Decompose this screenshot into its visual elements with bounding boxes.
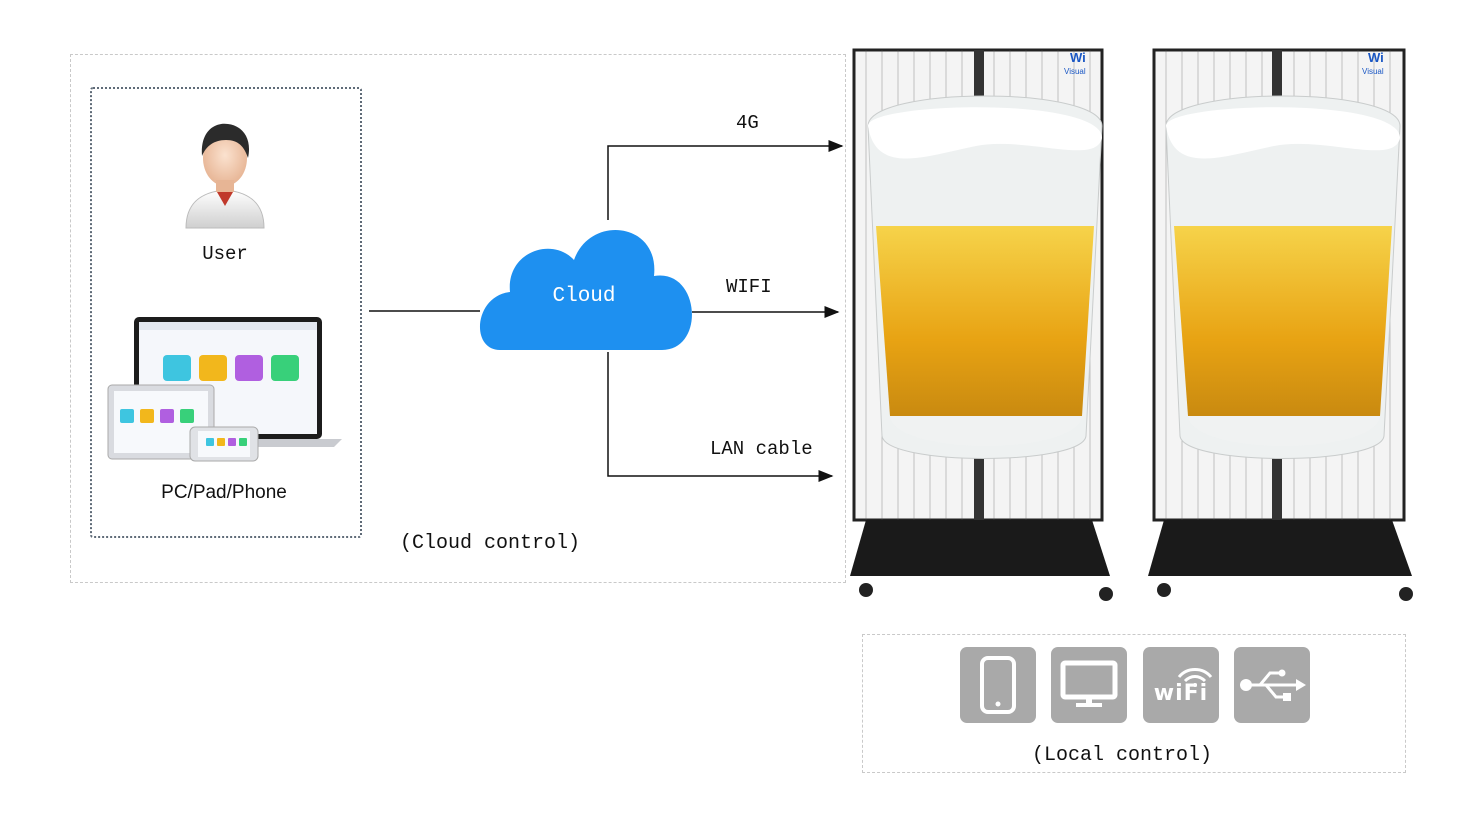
local-control-region (862, 634, 1406, 773)
local-phone-tile (960, 647, 1036, 723)
connection-wifi-label: WIFI (726, 276, 772, 298)
phone-icon (980, 656, 1016, 714)
wifi-text: wiFi (1153, 680, 1209, 706)
led-display-1: Wi Visual (850, 48, 1113, 601)
local-usb-tile (1234, 647, 1310, 723)
brand-logo-1: Wi (1070, 50, 1086, 65)
4g-arrow (607, 140, 844, 220)
user-label: User (202, 243, 248, 265)
connection-4g-label: 4G (736, 112, 759, 134)
cloud-control-label: (Cloud control) (400, 532, 581, 555)
cloud-control-region (70, 54, 846, 583)
usb-icon (1240, 669, 1306, 701)
user-devices-group (90, 87, 362, 538)
brand-logo-sub-2: Visual (1362, 67, 1384, 76)
connection-lan-label: LAN cable (710, 438, 813, 460)
local-control-label: (Local control) (1032, 744, 1213, 767)
brand-logo-2: Wi (1368, 50, 1384, 65)
user-avatar-icon (185, 123, 265, 229)
cloud-icon (479, 229, 692, 350)
devices-label: PC/Pad/Phone (161, 482, 287, 503)
lan-arrow (607, 352, 834, 482)
local-wifi-tile: wiFi (1143, 647, 1219, 723)
brand-logo-sub-1: Visual (1064, 67, 1086, 76)
local-monitor-tile (1051, 647, 1127, 723)
devices-icon (107, 317, 342, 462)
led-display-2: Wi Visual (1148, 48, 1413, 601)
cloud-label: Cloud (552, 285, 616, 308)
wifi-icon (1177, 667, 1213, 687)
monitor-icon (1060, 660, 1118, 707)
